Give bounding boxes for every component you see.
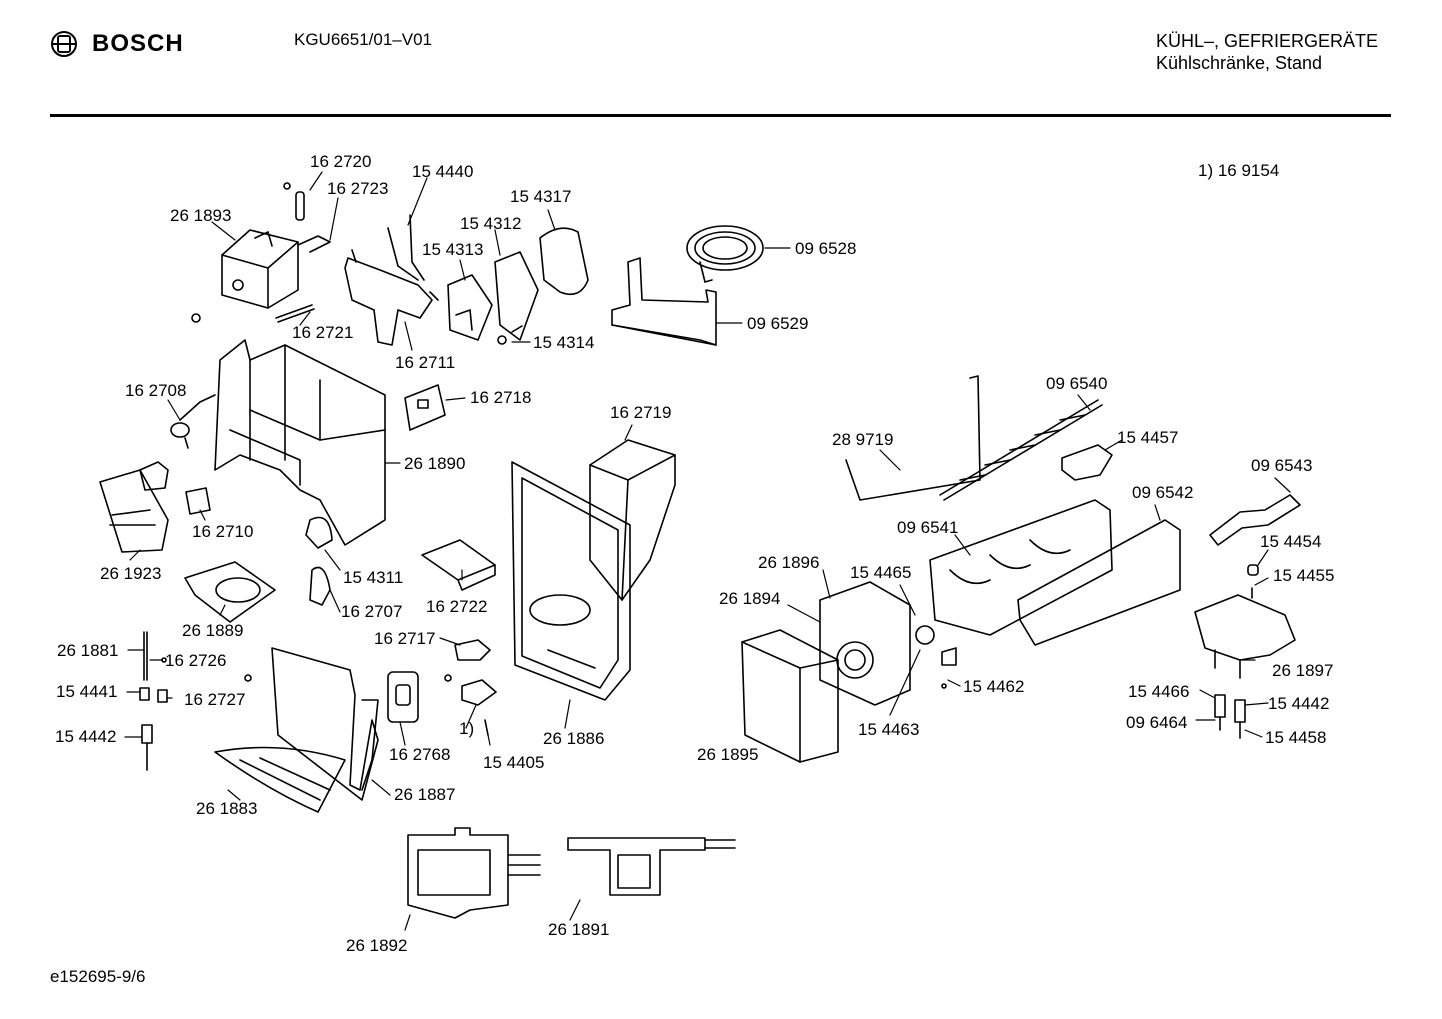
- part-number-label: 15 4458: [1265, 728, 1326, 747]
- part-number-label: 26 1895: [697, 745, 758, 764]
- part-number-label: 15 4465: [850, 563, 911, 582]
- cable-coil-drawing: [686, 225, 764, 283]
- part-number-label: 26 1897: [1272, 661, 1333, 680]
- tray-drawing: [611, 257, 717, 346]
- cover-drawing: [387, 671, 419, 723]
- shaft-drawing: [939, 399, 1103, 501]
- category-line-1: KÜHL–, GEFRIERGERÄTE: [1155, 31, 1378, 51]
- bosch-logo: BOSCH: [50, 30, 184, 58]
- part-number-label: 15 4442: [55, 727, 116, 746]
- pins-drawing: [139, 631, 252, 771]
- part-number-label: 26 1923: [100, 564, 161, 583]
- part-number-label: 16 2717: [374, 629, 435, 648]
- part-number-label: 15 4317: [510, 187, 571, 206]
- part-number-label: 15 4442: [1268, 694, 1329, 713]
- part-number-label: 26 1896: [758, 553, 819, 572]
- part-number-label: 15 4440: [412, 162, 473, 181]
- heater-element-drawing: [567, 837, 736, 896]
- footnote-reference: 1) 16 9154: [1198, 161, 1280, 180]
- part-number-label: 26 1889: [182, 621, 243, 640]
- sensor-drawing: [170, 394, 216, 449]
- part-number-label: 26 1887: [394, 785, 455, 804]
- bracket-drawing: [191, 182, 315, 323]
- drawing-code: e152695-9/6: [50, 967, 146, 986]
- part-number-label: 15 4454: [1260, 532, 1321, 551]
- housing-drawing: [214, 339, 386, 546]
- part-number-label: 09 6540: [1046, 374, 1107, 393]
- part-number-label: 15 4455: [1273, 566, 1334, 585]
- part-number-label: 15 4312: [460, 214, 521, 233]
- page-header: BOSCH KGU6651/01–V01 KÜHL–, GEFRIERGERÄT…: [0, 0, 1442, 120]
- part-number-label: 15 4405: [483, 753, 544, 772]
- part-number-label: 15 4441: [56, 682, 117, 701]
- heater-drawing: [407, 827, 541, 919]
- sheet-drawing: [271, 647, 379, 801]
- switch-drawing: [444, 639, 497, 736]
- part-number-label: 16 2768: [389, 745, 450, 764]
- plate-drawing: [421, 539, 496, 591]
- part-number-label: 16 2718: [470, 388, 531, 407]
- part-number-label: 26 1886: [543, 729, 604, 748]
- pcb-drawing: [404, 384, 446, 431]
- mould-drawing: [929, 499, 1181, 646]
- part-number-label: 1): [459, 719, 474, 738]
- category-title: KÜHL–, GEFRIERGERÄTE Kühlschränke, Stand: [1156, 30, 1378, 74]
- part-number-label: 15 4463: [858, 720, 919, 739]
- part-number-label: 09 6464: [1126, 713, 1187, 732]
- part-number-label: 15 4462: [963, 677, 1024, 696]
- part-number-label: 09 6528: [795, 239, 856, 258]
- small-parts-drawing: [99, 461, 333, 623]
- wire-drawing: [845, 375, 981, 501]
- model-number: KGU6651/01–V01: [294, 30, 432, 49]
- header-divider: [50, 114, 1391, 117]
- solenoid-drawing: [221, 229, 331, 309]
- box-cover-drawing: [741, 629, 839, 763]
- part-number-label: 26 1883: [196, 799, 257, 818]
- part-number-label: 28 9719: [832, 430, 893, 449]
- part-number-label: 09 6541: [897, 518, 958, 537]
- part-number-label: 15 4457: [1117, 428, 1178, 447]
- part-number-label: 09 6543: [1251, 456, 1312, 475]
- part-number-label: 16 2720: [310, 152, 371, 171]
- part-number-label: 26 1894: [719, 589, 780, 608]
- part-number-label: 16 2721: [292, 323, 353, 342]
- part-number-label: 16 2723: [327, 179, 388, 198]
- part-number-label: 26 1891: [548, 920, 609, 939]
- part-number-label: 15 4311: [343, 568, 403, 587]
- part-number-label: 15 4466: [1128, 682, 1189, 701]
- part-number-label: 16 2711: [395, 353, 455, 372]
- leader-lines: [124, 171, 1291, 931]
- frame-drawing: [511, 461, 631, 701]
- part-number-label: 26 1881: [57, 641, 118, 660]
- hose-drawing: [1209, 494, 1301, 546]
- lever-drawing: [344, 214, 439, 346]
- part-number-label: 16 2719: [610, 403, 671, 422]
- category-line-2: Kühlschränke, Stand: [1155, 53, 1323, 73]
- part-number-label: 15 4313: [422, 240, 483, 259]
- motor-housing-drawing: [819, 581, 935, 706]
- part-number-label: 16 2722: [426, 597, 487, 616]
- bosch-armature-icon: [51, 31, 77, 57]
- valve-drawing: [941, 564, 1296, 739]
- part-number-label: 26 1890: [404, 454, 465, 473]
- part-number-label: 26 1892: [346, 936, 407, 955]
- part-number-label: 16 2708: [125, 381, 186, 400]
- cover-plates-drawing: [447, 227, 589, 345]
- part-number-label: 09 6529: [747, 314, 808, 333]
- shelf-drawing: [214, 746, 346, 813]
- part-number-label: 16 2707: [341, 602, 402, 621]
- part-number-label: 15 4314: [533, 333, 594, 352]
- part-number-label: 16 2726: [165, 651, 226, 670]
- part-number-label: 16 2710: [192, 522, 253, 541]
- part-number-label: 26 1893: [170, 206, 231, 225]
- brand-name: BOSCH: [92, 30, 184, 57]
- duct-drawing: [589, 439, 676, 601]
- part-number-label: 16 2727: [184, 690, 245, 709]
- part-number-label: 09 6542: [1132, 483, 1193, 502]
- lever-small-drawing: [1061, 444, 1113, 481]
